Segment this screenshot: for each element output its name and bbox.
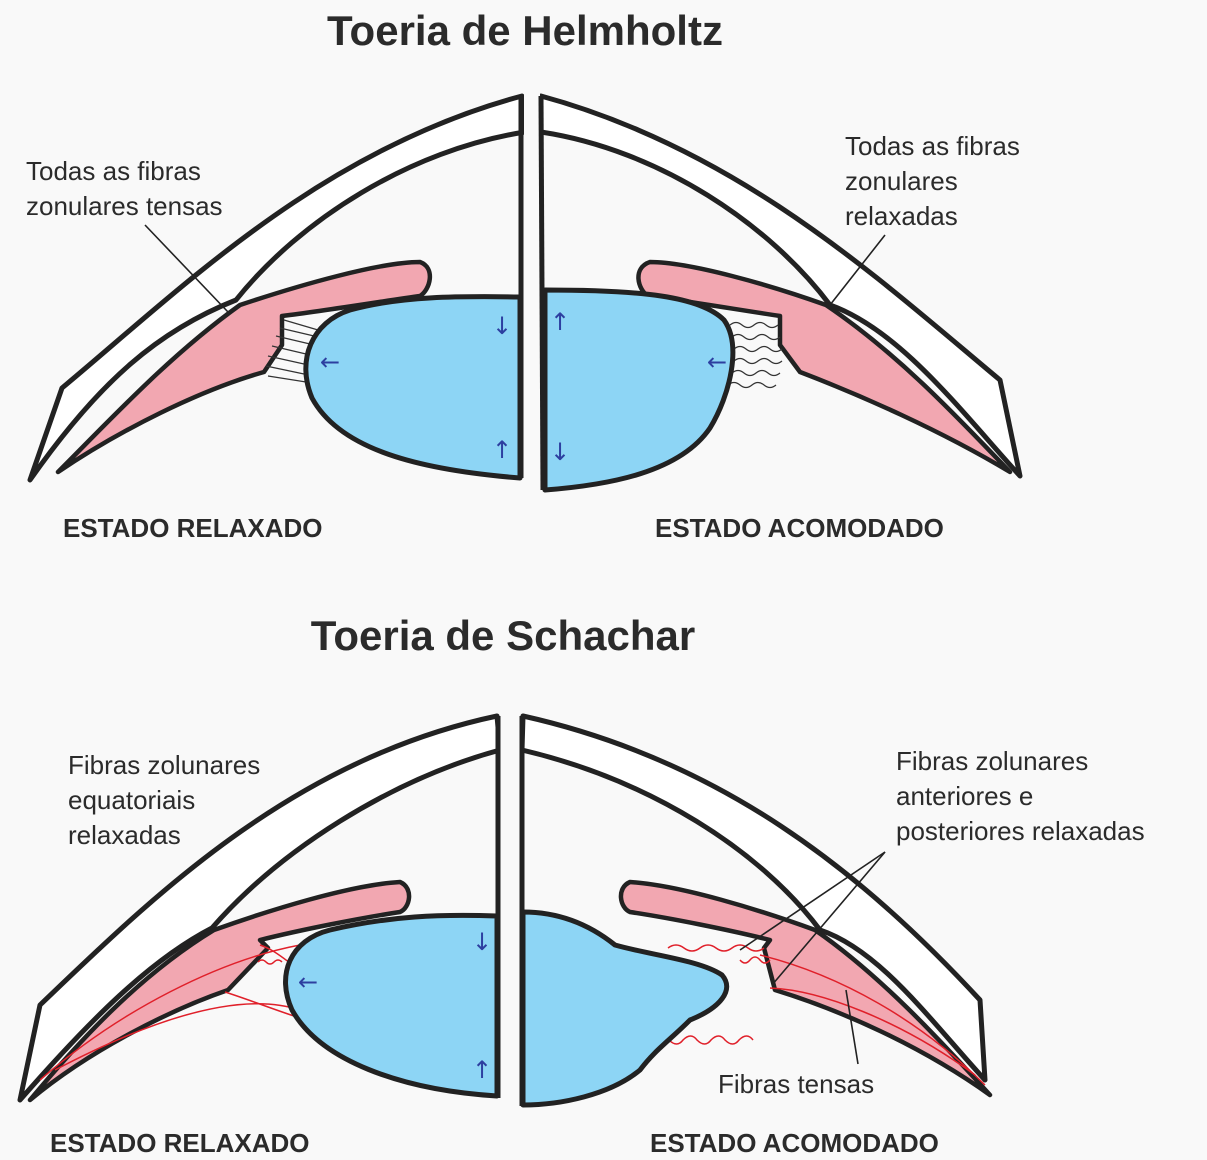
arrow-up-icon: ↑	[472, 1056, 492, 1084]
helmholtz-lens-relaxed	[303, 294, 523, 481]
helmholtz-relaxed-state: ESTADO RELAXADO	[63, 513, 323, 543]
helmholtz-left-label-1: Todas as fibras	[26, 156, 201, 186]
schachar-accommodated-state: ESTADO ACOMODADO	[650, 1128, 939, 1158]
helmholtz-left-label-2: zonulares tensas	[26, 191, 223, 221]
arrow-up-icon: ↑	[492, 436, 512, 464]
schachar-cornea-left	[17, 713, 503, 1103]
schachar-left-label-3: relaxadas	[68, 820, 181, 850]
helmholtz-right-label-1: Todas as fibras	[845, 131, 1020, 161]
helmholtz-right-label-3: relaxadas	[845, 201, 958, 231]
arrow-left-icon: ←	[320, 348, 340, 376]
helmholtz-accommodated-state: ESTADO ACOMODADO	[655, 513, 944, 543]
schachar-right-label-3: posteriores relaxadas	[896, 816, 1145, 846]
schachar-right-leader-2	[771, 851, 886, 986]
schachar-ciliary-muscle-right	[618, 879, 993, 1098]
helmholtz-title: Toeria de Helmholtz	[327, 7, 723, 54]
helmholtz-relaxed-fibers	[727, 321, 783, 389]
helmholtz-ciliary-muscle-left	[55, 259, 432, 475]
arrow-left-icon: ←	[707, 348, 727, 376]
schachar-bottom-leader	[845, 989, 859, 1065]
schachar-left-label-1: Fibras zolunares	[68, 750, 260, 780]
schachar-lens-accommodated	[520, 909, 730, 1108]
helmholtz-ciliary-muscle-right	[636, 259, 1013, 475]
schachar-left-label-2: equatoriais	[68, 785, 195, 815]
helmholtz-lens-accommodated	[542, 287, 736, 493]
schachar-right-label-1: Fibras zolunares	[896, 746, 1088, 776]
schachar-bottom-label: Fibras tensas	[718, 1069, 874, 1099]
schachar-relaxed-state: ESTADO RELAXADO	[50, 1128, 310, 1158]
helmholtz-right-leader	[829, 234, 886, 306]
schachar-cornea-right	[519, 713, 988, 1083]
schachar-panel: Toeria de Schachar ←	[17, 612, 1145, 1158]
arrow-down-icon: ↓	[472, 928, 492, 956]
helmholtz-panel: Toeria de Helmholtz	[26, 7, 1023, 543]
arrow-up-icon: ↑	[550, 308, 570, 336]
arrow-left-icon: ←	[298, 968, 318, 996]
helmholtz-tense-fibers	[265, 319, 319, 383]
helmholtz-cornea-right	[538, 93, 1023, 479]
arrow-down-icon: ↓	[492, 312, 512, 340]
helmholtz-left-leader	[144, 224, 229, 313]
schachar-right-label-2: anteriores e	[896, 781, 1033, 811]
schachar-ciliary-muscle-left	[27, 879, 412, 1103]
schachar-lens-relaxed	[283, 912, 500, 1099]
arrow-down-icon: ↓	[550, 438, 570, 466]
schachar-right-leader-1	[739, 851, 886, 951]
schachar-title: Toeria de Schachar	[311, 612, 695, 659]
helmholtz-right-label-2: zonulares	[845, 166, 958, 196]
helmholtz-cornea	[27, 93, 528, 483]
